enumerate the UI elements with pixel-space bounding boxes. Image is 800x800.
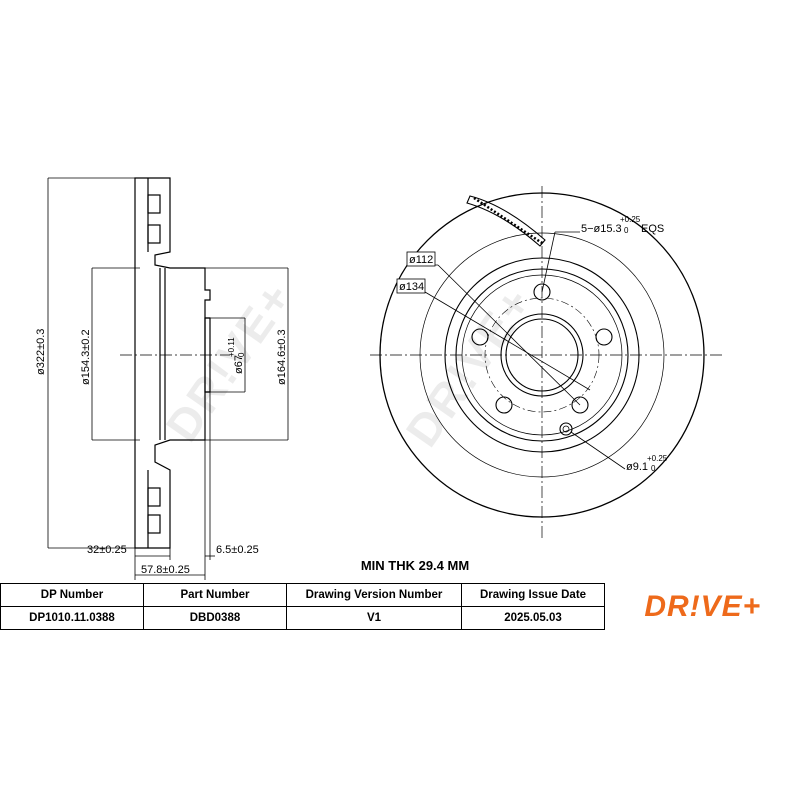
brand-logo: DR!VE+ <box>644 589 762 623</box>
side-section-view <box>120 177 230 549</box>
vent-4 <box>147 514 161 534</box>
header-part-number: Part Number <box>143 583 287 607</box>
dim-inner-ring-diameter: ø154.3±0.2 <box>80 329 92 385</box>
disc-section-top <box>134 177 211 549</box>
bolt-hole-2 <box>595 328 613 346</box>
dim-bore-tol-upper: +0.11 <box>227 337 236 357</box>
vent-3 <box>147 487 161 507</box>
bolt-hole-3 <box>571 396 589 414</box>
dim-bolt-circle-112: ø112 <box>409 254 433 266</box>
label-box-134 <box>396 278 426 294</box>
value-issue-date: 2025.05.03 <box>461 606 605 630</box>
dim-bolt-circle-134: ø134 <box>399 281 424 293</box>
min-thickness-label: MIN THK 29.4 MM <box>360 558 470 573</box>
dim-hub-diameter: ø164.6±0.3 <box>276 329 288 385</box>
dim-bolt-holes-tol-upper: +0.25 <box>620 215 641 224</box>
dim-small-hole: ø9.1 <box>626 461 648 473</box>
bolt-hole-5 <box>471 328 489 346</box>
bolt-hole-4 <box>495 396 513 414</box>
dim-bolt-holes-tol-lower: 0 <box>624 226 629 235</box>
small-hole-inner <box>562 425 570 433</box>
watermark-right: DR!VE+ <box>396 277 543 456</box>
header-drawing-version: Drawing Version Number <box>286 583 462 607</box>
value-dp-number: DP1010.11.0388 <box>0 606 144 630</box>
brand-logo-cell: DR!VE+ <box>604 583 800 630</box>
title-block-header-row: DP Number Part Number Drawing Version Nu… <box>0 583 800 630</box>
value-part-number: DBD0388 <box>143 606 287 630</box>
dim-outer-diameter: ø322±0.3 <box>35 329 47 375</box>
dim-total-height: 57.8±0.25 <box>141 564 190 576</box>
value-drawing-version: V1 <box>286 606 462 630</box>
dim-hat-thickness: 6.5±0.25 <box>216 544 259 556</box>
title-block-value-row: DP1010.11.0388 DBD0388 V1 2025.05.03 <box>0 606 800 630</box>
dim-bolt-holes-suffix: EQS <box>641 223 664 235</box>
side-dimensions <box>47 177 289 580</box>
label-box-112 <box>406 251 436 267</box>
dim-small-hole-tol-lower: 0 <box>651 464 656 473</box>
dim-bore-tol-lower: 0 <box>237 352 246 357</box>
front-view <box>370 186 722 540</box>
wear-indicator-slot <box>466 195 546 247</box>
dim-small-hole-tol-upper: +0.25 <box>647 454 668 463</box>
small-hole <box>559 422 573 436</box>
vent-2 <box>147 224 161 244</box>
header-dp-number: DP Number <box>0 583 144 607</box>
vent-1 <box>147 194 161 214</box>
dim-bolt-holes: 5−ø15.3 <box>581 223 622 235</box>
dim-bore-diameter: ø67 <box>233 355 245 374</box>
bolt-hole-1 <box>533 283 551 301</box>
dim-thickness: 32±0.25 <box>87 544 127 556</box>
header-issue-date: Drawing Issue Date <box>461 583 605 607</box>
title-block: DP Number Part Number Drawing Version Nu… <box>0 583 800 630</box>
